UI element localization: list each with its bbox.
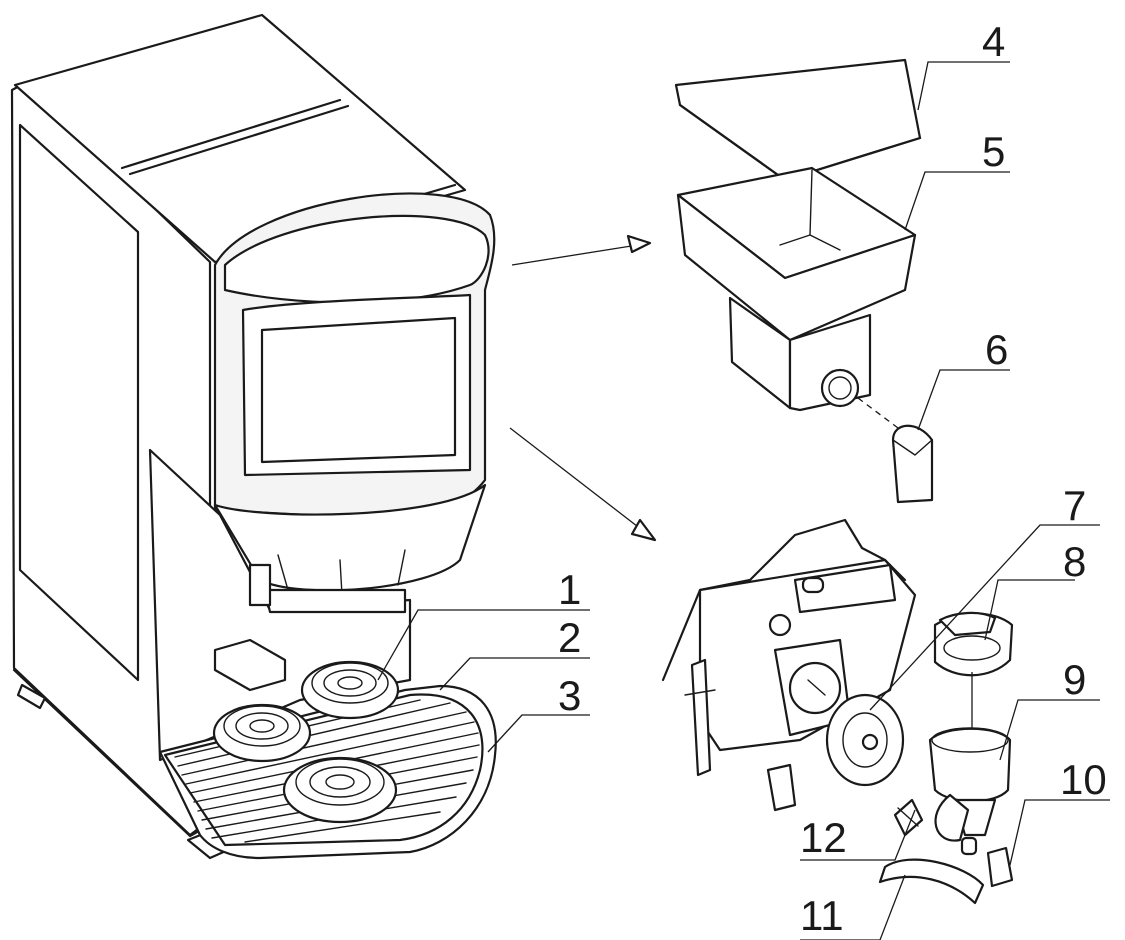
cup-holder-left: [212, 703, 312, 763]
callout-10: 10: [1060, 756, 1107, 803]
cup-holder-right: [300, 660, 400, 720]
mixing-bowl-cover: [933, 611, 1014, 677]
mixing-bowl: [928, 727, 1012, 856]
callout-7: 7: [1063, 482, 1086, 529]
callout-3: 3: [558, 672, 581, 719]
impeller: [893, 798, 924, 837]
whipper-disc: [825, 693, 905, 787]
cup-holder-front: [282, 756, 398, 824]
callout-8: 8: [1063, 538, 1086, 585]
explode-arrows: [509, 234, 657, 542]
callout-4: 4: [982, 18, 1005, 65]
callout-6: 6: [985, 326, 1008, 373]
callout-leaders: [377, 61, 1110, 940]
callout-12: 12: [800, 814, 847, 861]
callout-1: 1: [558, 566, 581, 613]
hopper-lid: [674, 58, 922, 182]
dosing-spout: [891, 424, 934, 504]
callout-labels: 1 2 3 4 5 6 7 8 9 10 11 12: [558, 18, 1107, 939]
elbow-fitting: [986, 846, 1014, 888]
hopper: [676, 166, 917, 429]
callout-5: 5: [982, 128, 1005, 175]
coffee-machine: [10, 13, 497, 860]
callout-9: 9: [1063, 656, 1086, 703]
callout-11: 11: [800, 892, 844, 939]
hose: [878, 858, 985, 905]
callout-2: 2: [558, 614, 581, 661]
